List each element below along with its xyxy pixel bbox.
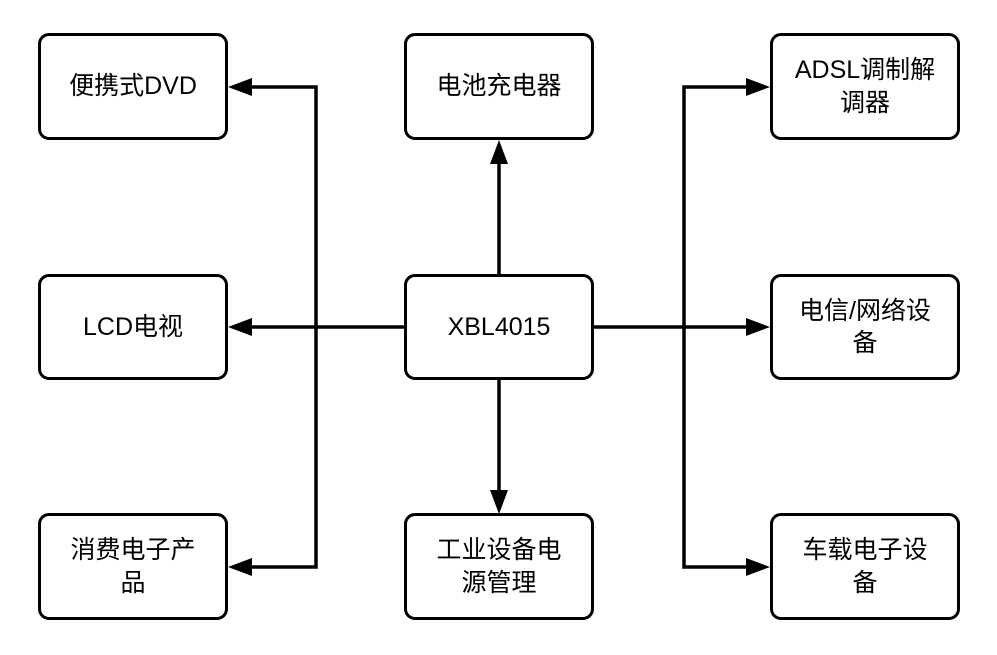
arrowhead-portable-dvd xyxy=(228,78,252,96)
arrowhead-lcd-tv xyxy=(228,318,252,336)
arrowhead-industrial-power xyxy=(490,490,508,514)
node-battery-charger: 电池充电器 xyxy=(404,33,594,140)
node-telecom-network-label: 电信/网络设 备 xyxy=(799,296,931,358)
node-consumer-electronics-label: 消费电子产 品 xyxy=(70,536,196,597)
node-battery-charger-label: 电池充电器 xyxy=(436,72,562,101)
node-adsl-modem: ADSL调制解 调器 xyxy=(770,33,960,140)
node-lcd-tv-label: LCD电视 xyxy=(82,312,183,341)
arrowhead-adsl-modem xyxy=(746,78,770,96)
edge-right-branch xyxy=(682,85,748,569)
node-automotive-electronics-label: 车载电子设 备 xyxy=(802,536,928,597)
node-automotive-electronics: 车载电子设 备 xyxy=(770,513,960,620)
node-telecom-network: 电信/网络设 备 xyxy=(770,274,960,380)
node-portable-dvd: 便携式DVD xyxy=(38,33,228,140)
edge-left-branch xyxy=(250,85,318,569)
node-portable-dvd-label: 便携式DVD xyxy=(69,72,197,101)
node-xbl4015: XBL4015 xyxy=(404,274,594,380)
node-industrial-power-label: 工业设备电 源管理 xyxy=(436,536,562,597)
node-adsl-modem-label: ADSL调制解 调器 xyxy=(794,56,936,117)
node-xbl4015-label: XBL4015 xyxy=(447,312,551,341)
arrowhead-battery-charger xyxy=(490,140,508,164)
arrowhead-telecom-network xyxy=(746,318,770,336)
arrowhead-automotive-electronics xyxy=(746,558,770,576)
node-lcd-tv: LCD电视 xyxy=(38,274,228,380)
node-industrial-power: 工业设备电 源管理 xyxy=(404,513,594,620)
arrowhead-consumer-electronics xyxy=(228,558,252,576)
node-consumer-electronics: 消费电子产 品 xyxy=(38,513,228,620)
